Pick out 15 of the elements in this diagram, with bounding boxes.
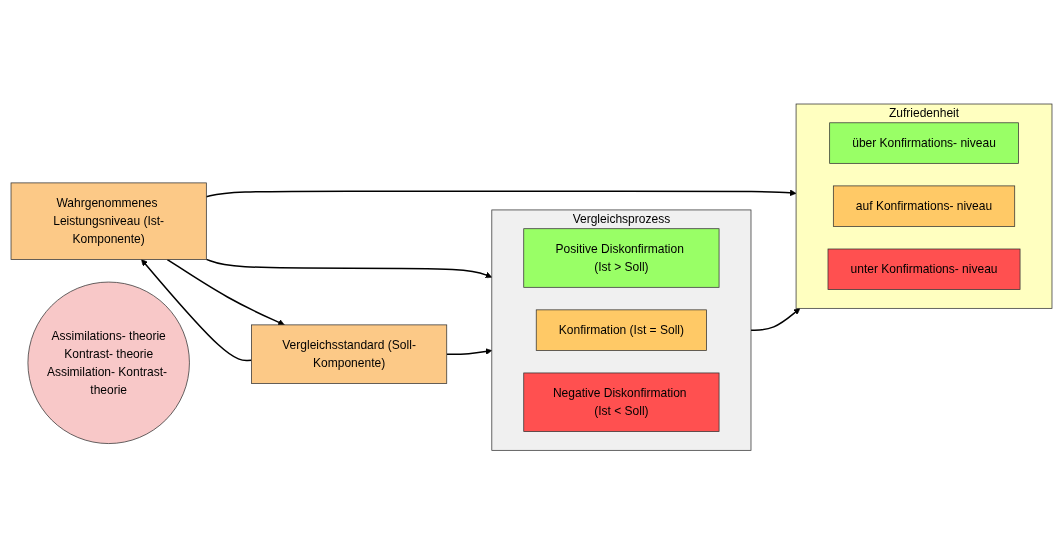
arrow (750, 308, 801, 332)
arrow (446, 348, 493, 356)
node-box: Konfirmation (Ist = Soll) (535, 309, 707, 352)
arrow (205, 258, 493, 279)
node-box: Wahrgenommenes Leistungsniveau (Ist-Komponente) (10, 182, 207, 261)
node-circle: Assimilations- theorie Kontrast- theorie Assimilation- Kontrast- theorie (27, 282, 190, 445)
node-box: Positive Diskonfirmation (Ist > Soll) (523, 228, 720, 288)
node-box: über Konfirmations- niveau (829, 122, 1019, 165)
node-box: auf Konfirmations- niveau (832, 185, 1016, 228)
node-box: Negative Diskonfirmation (Ist < Soll) (523, 372, 720, 433)
arrow (141, 259, 253, 362)
arrow (166, 259, 285, 326)
node-box: Vergleichsstandard (Soll-Komponente) (251, 324, 448, 385)
node-box: unter Konfirmations- niveau (827, 248, 1021, 291)
arrow (205, 189, 797, 198)
